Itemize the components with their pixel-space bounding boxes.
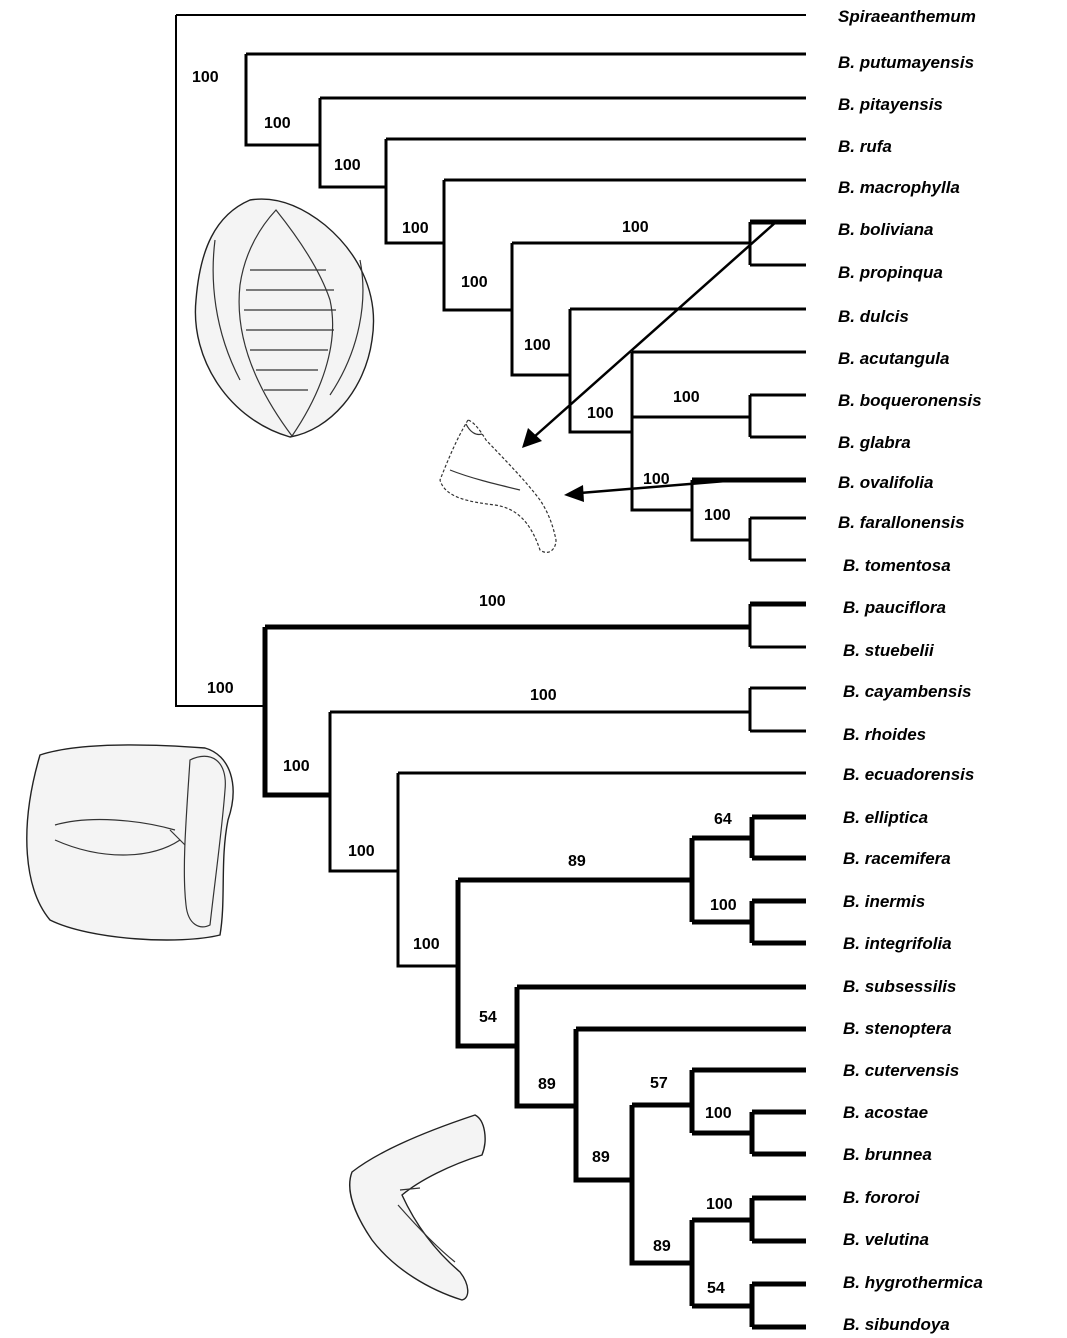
taxon-label: B. ovalifolia <box>838 473 933 492</box>
taxon-label: B. elliptica <box>843 808 928 827</box>
support-label: 100 <box>524 337 551 354</box>
winged-fruit-drawing <box>195 199 373 437</box>
taxon-label: B. ecuadorensis <box>843 765 974 784</box>
support-label: 54 <box>707 1280 725 1297</box>
support-label: 100 <box>530 687 557 704</box>
taxon-label: B. boqueronensis <box>838 391 982 410</box>
taxon-label: B. pitayensis <box>838 95 943 114</box>
support-label: 89 <box>568 853 586 870</box>
taxon-label: B. propinqua <box>838 263 943 282</box>
support-label: 100 <box>705 1105 732 1122</box>
taxon-label: B. inermis <box>843 892 925 911</box>
taxon-label: Spiraeanthemum <box>838 7 976 26</box>
taxon-label: B. cutervensis <box>843 1061 959 1080</box>
taxon-label: B. integrifolia <box>843 934 952 953</box>
folded-wing-drawing <box>27 745 233 940</box>
bent-wing-drawing <box>350 1115 485 1300</box>
arrow-head <box>564 485 584 502</box>
support-label: 100 <box>192 69 219 86</box>
support-label: 57 <box>650 1075 668 1092</box>
support-label: 100 <box>283 758 310 775</box>
taxon-label: B. glabra <box>838 433 911 452</box>
support-label: 100 <box>264 115 291 132</box>
support-label: 89 <box>538 1076 556 1093</box>
support-label: 100 <box>348 843 375 860</box>
taxon-label: B. dulcis <box>838 307 909 326</box>
taxon-label: B. macrophylla <box>838 178 960 197</box>
taxon-label: B. acutangula <box>838 349 949 368</box>
support-label: 100 <box>673 389 700 406</box>
support-label: 100 <box>479 593 506 610</box>
support-label: 100 <box>704 507 731 524</box>
taxon-label: B. rhoides <box>843 725 926 744</box>
taxon-label: B. stuebelii <box>843 641 935 660</box>
taxon-labels: Spiraeanthemum B. putumayensis B. pitaye… <box>838 7 983 1334</box>
taxon-label: B. tomentosa <box>843 556 951 575</box>
support-label: 89 <box>592 1149 610 1166</box>
taxon-label: B. fororoi <box>843 1188 921 1207</box>
support-label: 100 <box>207 680 234 697</box>
taxon-label: B. farallonensis <box>838 513 965 532</box>
support-label: 54 <box>479 1009 497 1026</box>
taxon-label: B. pauciflora <box>843 598 946 617</box>
support-label: 100 <box>710 897 737 914</box>
taxon-label: B. sibundoya <box>843 1315 950 1334</box>
support-label: 100 <box>413 936 440 953</box>
taxon-label: B. putumayensis <box>838 53 974 72</box>
taxon-label: B. stenoptera <box>843 1019 952 1038</box>
support-label: 100 <box>622 219 649 236</box>
support-label: 100 <box>334 157 361 174</box>
support-label: 89 <box>653 1238 671 1255</box>
lower-clade-branches <box>265 604 806 1327</box>
taxon-label: B. velutina <box>843 1230 929 1249</box>
support-label: 100 <box>402 220 429 237</box>
taxon-label: B. hygrothermica <box>843 1273 983 1292</box>
support-label: 64 <box>714 811 732 828</box>
taxon-label: B. acostae <box>843 1103 928 1122</box>
support-label: 100 <box>587 405 614 422</box>
support-label: 100 <box>461 274 488 291</box>
taxon-label: B. racemifera <box>843 849 951 868</box>
taxon-label: B. brunnea <box>843 1145 932 1164</box>
taxon-label: B. cayambensis <box>843 682 972 701</box>
pointer-arrows <box>522 222 776 502</box>
taxon-label: B. subsessilis <box>843 977 956 996</box>
taxon-label: B. rufa <box>838 137 892 156</box>
taxon-label: B. boliviana <box>838 220 933 239</box>
support-label: 100 <box>706 1196 733 1213</box>
